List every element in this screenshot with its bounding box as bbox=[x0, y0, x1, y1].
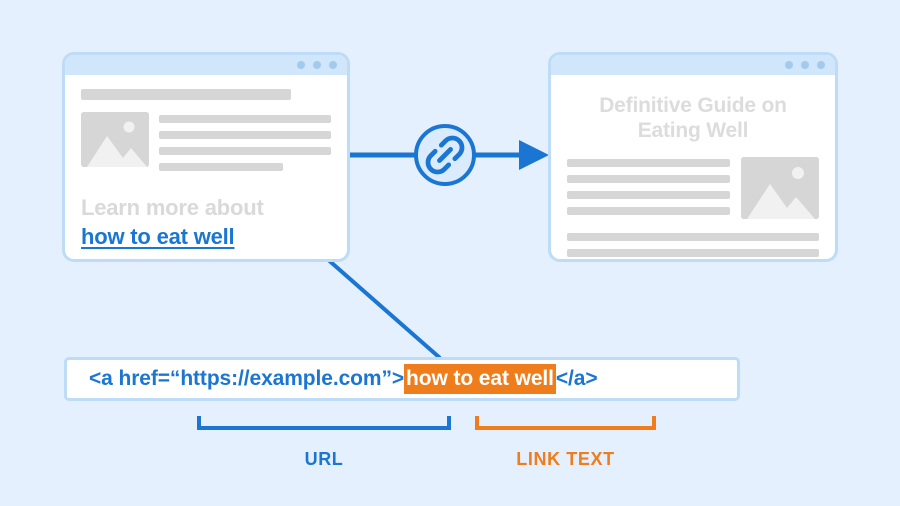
link-chain-icon bbox=[425, 135, 465, 175]
window-dot-1 bbox=[785, 61, 793, 69]
code-anchor-close: </a> bbox=[555, 367, 598, 390]
destination-window-titlebar bbox=[551, 55, 835, 75]
link-text-caption: LINK TEXT bbox=[516, 449, 615, 469]
window-dot-3 bbox=[329, 61, 337, 69]
text-line bbox=[567, 233, 819, 242]
window-dot-3 bbox=[817, 61, 825, 69]
link-badge bbox=[414, 124, 476, 186]
teaser-prefix: Learn more about bbox=[81, 195, 264, 220]
destination-page-content: Definitive Guide on Eating Well bbox=[551, 75, 835, 259]
image-placeholder bbox=[741, 157, 819, 220]
window-dot-2 bbox=[313, 61, 321, 69]
destination-text-lines bbox=[567, 157, 730, 223]
text-line bbox=[159, 163, 283, 171]
code-anchor-open: <a href=“https://example.com”> bbox=[89, 367, 405, 390]
text-line bbox=[159, 147, 331, 155]
text-line bbox=[567, 191, 730, 200]
source-browser-window[interactable]: Learn more about how to eat well bbox=[62, 52, 350, 262]
picture-icon bbox=[81, 112, 149, 167]
text-line bbox=[159, 131, 331, 139]
url-caption: URL bbox=[304, 449, 344, 469]
destination-footer-lines bbox=[567, 233, 819, 258]
source-window-titlebar bbox=[65, 55, 347, 75]
text-line bbox=[159, 115, 331, 123]
source-text-lines bbox=[159, 112, 331, 179]
text-line bbox=[567, 249, 819, 258]
link-text-bracket bbox=[475, 416, 656, 430]
code-link-text-highlight: how to eat well bbox=[404, 364, 556, 394]
arrow-right-icon bbox=[519, 140, 549, 170]
source-teaser: Learn more about how to eat well bbox=[81, 193, 331, 251]
source-page-content: Learn more about how to eat well bbox=[65, 75, 347, 259]
picture-icon bbox=[741, 157, 819, 220]
window-dot-1 bbox=[297, 61, 305, 69]
text-line bbox=[567, 175, 730, 184]
url-bracket bbox=[197, 416, 451, 430]
heading-placeholder bbox=[81, 89, 291, 100]
window-dot-2 bbox=[801, 61, 809, 69]
source-article-row bbox=[81, 112, 331, 179]
image-placeholder bbox=[81, 112, 149, 167]
text-line bbox=[567, 207, 730, 216]
text-line bbox=[567, 159, 730, 168]
destination-browser-window[interactable]: Definitive Guide on Eating Well bbox=[548, 52, 838, 262]
destination-article-row bbox=[567, 157, 819, 223]
inline-hyperlink[interactable]: how to eat well bbox=[81, 224, 235, 250]
destination-page-title: Definitive Guide on Eating Well bbox=[599, 94, 787, 143]
code-snippet-bar[interactable]: <a href=“https://example.com”>how to eat… bbox=[64, 357, 740, 401]
